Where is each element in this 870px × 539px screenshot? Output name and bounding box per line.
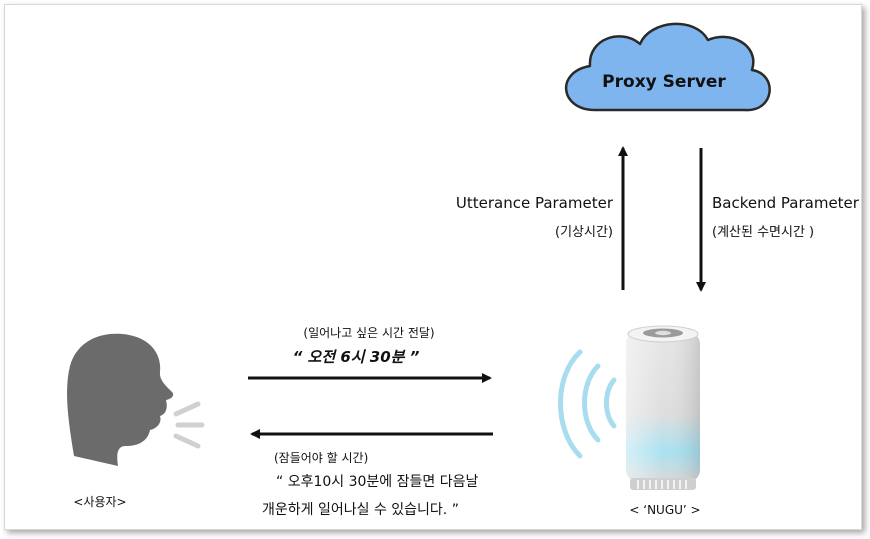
response-quote-line1: “ 오후10시 30분에 잠들면 다음날 [276, 474, 479, 490]
response-caption: (잠들어야 할 시간) [274, 451, 369, 465]
cloud-shape [564, 22, 771, 112]
backend-parameter-sub: (계산된 수면시간 ) [712, 225, 815, 240]
device-label: < ‘NUGU’ > [629, 503, 701, 517]
user-head-icon [67, 333, 205, 466]
proxy-server-label: Proxy Server [602, 72, 726, 92]
response-quote-line2: 개운하게 일어나실 수 있습니다. ” [262, 502, 459, 518]
request-caption: (일어나고 싶은 시간 전달) [303, 326, 435, 340]
sound-waves-icon [558, 349, 617, 459]
utterance-parameter-sub: (기상시간) [555, 225, 613, 240]
request-quote: “ 오전 6시 30분 ” [292, 348, 420, 366]
user-label: <사용자> [73, 495, 127, 509]
nugu-device-icon [626, 325, 700, 490]
backend-parameter-label: Backend Parameter [712, 194, 859, 212]
utterance-parameter-label: Utterance Parameter [455, 194, 613, 212]
